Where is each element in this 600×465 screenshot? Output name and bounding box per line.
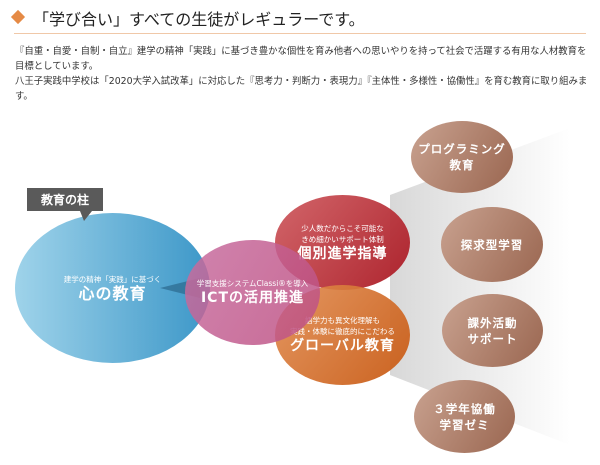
global-sub1: 語学力も異文化理解も	[305, 316, 380, 325]
intro-text: 『自重・自愛・自制・自立』建学の精神「実践」に基づき豊かな個性を育み他者への思い…	[15, 44, 590, 104]
ict-main: ICTの活用推進	[200, 290, 305, 306]
pillar-inquiry: 探求型学習	[441, 207, 543, 282]
kobetsu-sub1: 少人数だからこそ可能な	[301, 223, 384, 233]
pillar-line1: 課外活動	[467, 315, 518, 330]
pillar-line1: ３学年協働	[433, 401, 496, 416]
pillar-tag: 教育の柱	[27, 188, 103, 211]
pillar-line1: 探求型学習	[460, 237, 524, 252]
section-title: 「学び合い」すべての生徒がレギュラーです。	[33, 10, 365, 29]
pillar-seminar: ３学年協働 学習ゼミ	[414, 380, 515, 453]
pillar-line2: 学習ゼミ	[439, 417, 490, 432]
pillar-programming: プログラミング 教育	[411, 121, 513, 193]
pillar-line1: プログラミング	[418, 142, 506, 156]
title-divider	[14, 33, 586, 34]
kobetsu-sub2: きめ細かいサポート体制	[301, 234, 384, 244]
tag-pointer	[80, 211, 92, 221]
global-main: グローバル教育	[290, 338, 395, 354]
ict-circle: 学習支援システムClassi®を導入 ICTの活用推進	[185, 240, 320, 345]
intro-paragraph-2: 八王子実践中学校は「2020大学入試改革」に対応した『思考力・判断力・表現力』『…	[15, 76, 588, 102]
global-circle: 語学力も異文化理解も 実践・体験に徹底的にこだわる グローバル教育	[275, 285, 410, 385]
kobetsu-main: 個別進学指導	[297, 245, 388, 262]
pillar-line2: 教育	[449, 158, 475, 172]
intro-paragraph-1: 『自重・自愛・自制・自立』建学の精神「実践」に基づき豊かな個性を育み他者への思い…	[15, 46, 587, 72]
pillar-extracurricular: 課外活動 サポート	[442, 294, 543, 367]
global-sub2: 実践・体験に徹底的にこだわる	[290, 327, 395, 336]
pillar-line2: サポート	[467, 331, 518, 346]
kokoro-sub: 建学の精神「実践」に基づく	[63, 274, 162, 284]
ict-sub: 学習支援システムClassi®を導入	[196, 279, 309, 288]
kokoro-main: 心の教育	[78, 283, 147, 303]
